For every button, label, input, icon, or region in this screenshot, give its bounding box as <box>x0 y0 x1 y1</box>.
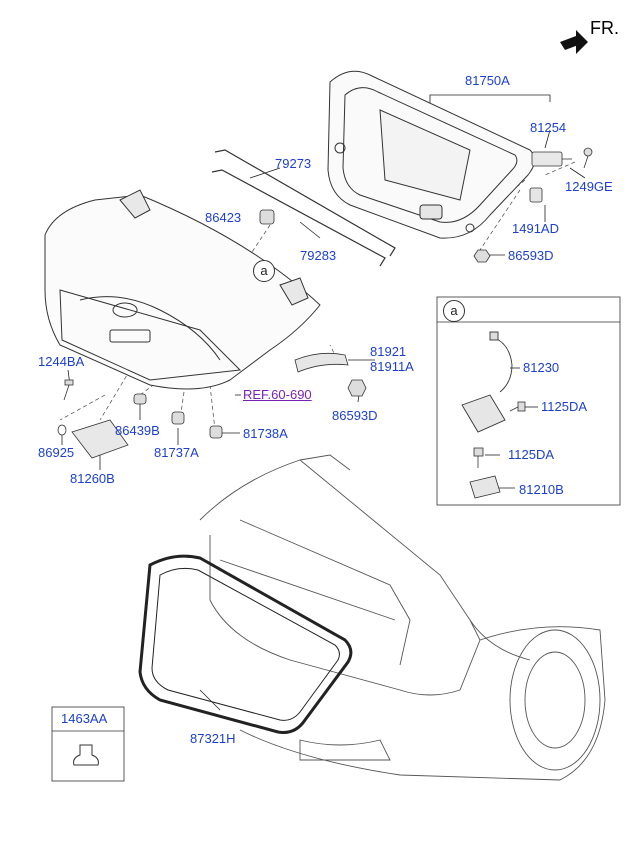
part-label-1249ge: 1249GE <box>565 179 613 194</box>
inset-box <box>436 296 621 506</box>
reference-label: REF.60-690 <box>243 387 312 402</box>
part-label-81210b: 81210B <box>519 482 564 497</box>
clip-1491ad <box>529 187 543 203</box>
part-label-86439b: 86439B <box>115 423 160 438</box>
part-label-1491ad: 1491AD <box>512 221 559 236</box>
part-label-1244ba: 1244BA <box>38 354 85 369</box>
part-label-86593d-mid: 86593D <box>332 408 378 423</box>
part-label-81750a: 81750A <box>465 73 510 88</box>
weatherstrip-87321h <box>138 554 353 734</box>
callout-a-marker: a <box>253 260 275 282</box>
trunk-lid-outer <box>44 189 321 390</box>
part-label-79283: 79283 <box>300 248 337 263</box>
part-label-81737a: 81737A <box>154 445 199 460</box>
part-label-1125da-upper: 1125DA <box>541 399 588 414</box>
part-label-81254: 81254 <box>530 120 567 135</box>
screw-1249ge <box>583 147 593 169</box>
nut-86593d-top <box>473 249 491 263</box>
legend-box-code: 1463AA <box>61 711 108 726</box>
part-label-86593d-top: 86593D <box>508 248 554 263</box>
latch-assembly-81230 <box>461 331 513 433</box>
part-label-81738a: 81738A <box>243 426 288 441</box>
cap-86925 <box>57 424 67 436</box>
part-label-86423: 86423 <box>205 210 242 225</box>
trunk-light-switch <box>531 151 572 167</box>
part-label-81260b: 81260B <box>70 471 115 486</box>
car-body-outline <box>199 454 606 781</box>
legend-box <box>51 706 125 782</box>
bolt-1125da-lower <box>473 447 484 468</box>
trunk-lid-inner-panel <box>327 70 535 239</box>
striker-81210b <box>469 475 501 499</box>
bumper-86439b <box>133 393 147 405</box>
stopper-81737a <box>171 411 185 425</box>
part-label-81921: 81921 <box>370 344 407 359</box>
part-label-1125da-lower: 1125DA <box>508 447 555 462</box>
front-direction-arrow-icon <box>560 30 588 54</box>
part-label-79273: 79273 <box>275 156 312 171</box>
license-lamp-81260b <box>71 419 129 459</box>
torsion-bars <box>211 149 396 267</box>
part-label-87321h: 87321H <box>190 731 236 746</box>
nut-86593d-mid <box>347 379 367 397</box>
bolt-1125da-upper <box>509 401 526 412</box>
actuator-cable <box>294 352 349 373</box>
front-label: FR. <box>590 18 619 38</box>
part-label-86925: 86925 <box>38 445 75 460</box>
part-label-81911a: 81911A <box>370 359 414 374</box>
part-label-81230: 81230 <box>523 360 560 375</box>
stopper-81738a <box>209 425 223 439</box>
inset-box-a-marker: a <box>443 300 465 322</box>
bumper-86423 <box>259 209 275 225</box>
clip-1463aa-icon <box>73 744 99 766</box>
bolt-1244ba <box>63 379 74 401</box>
